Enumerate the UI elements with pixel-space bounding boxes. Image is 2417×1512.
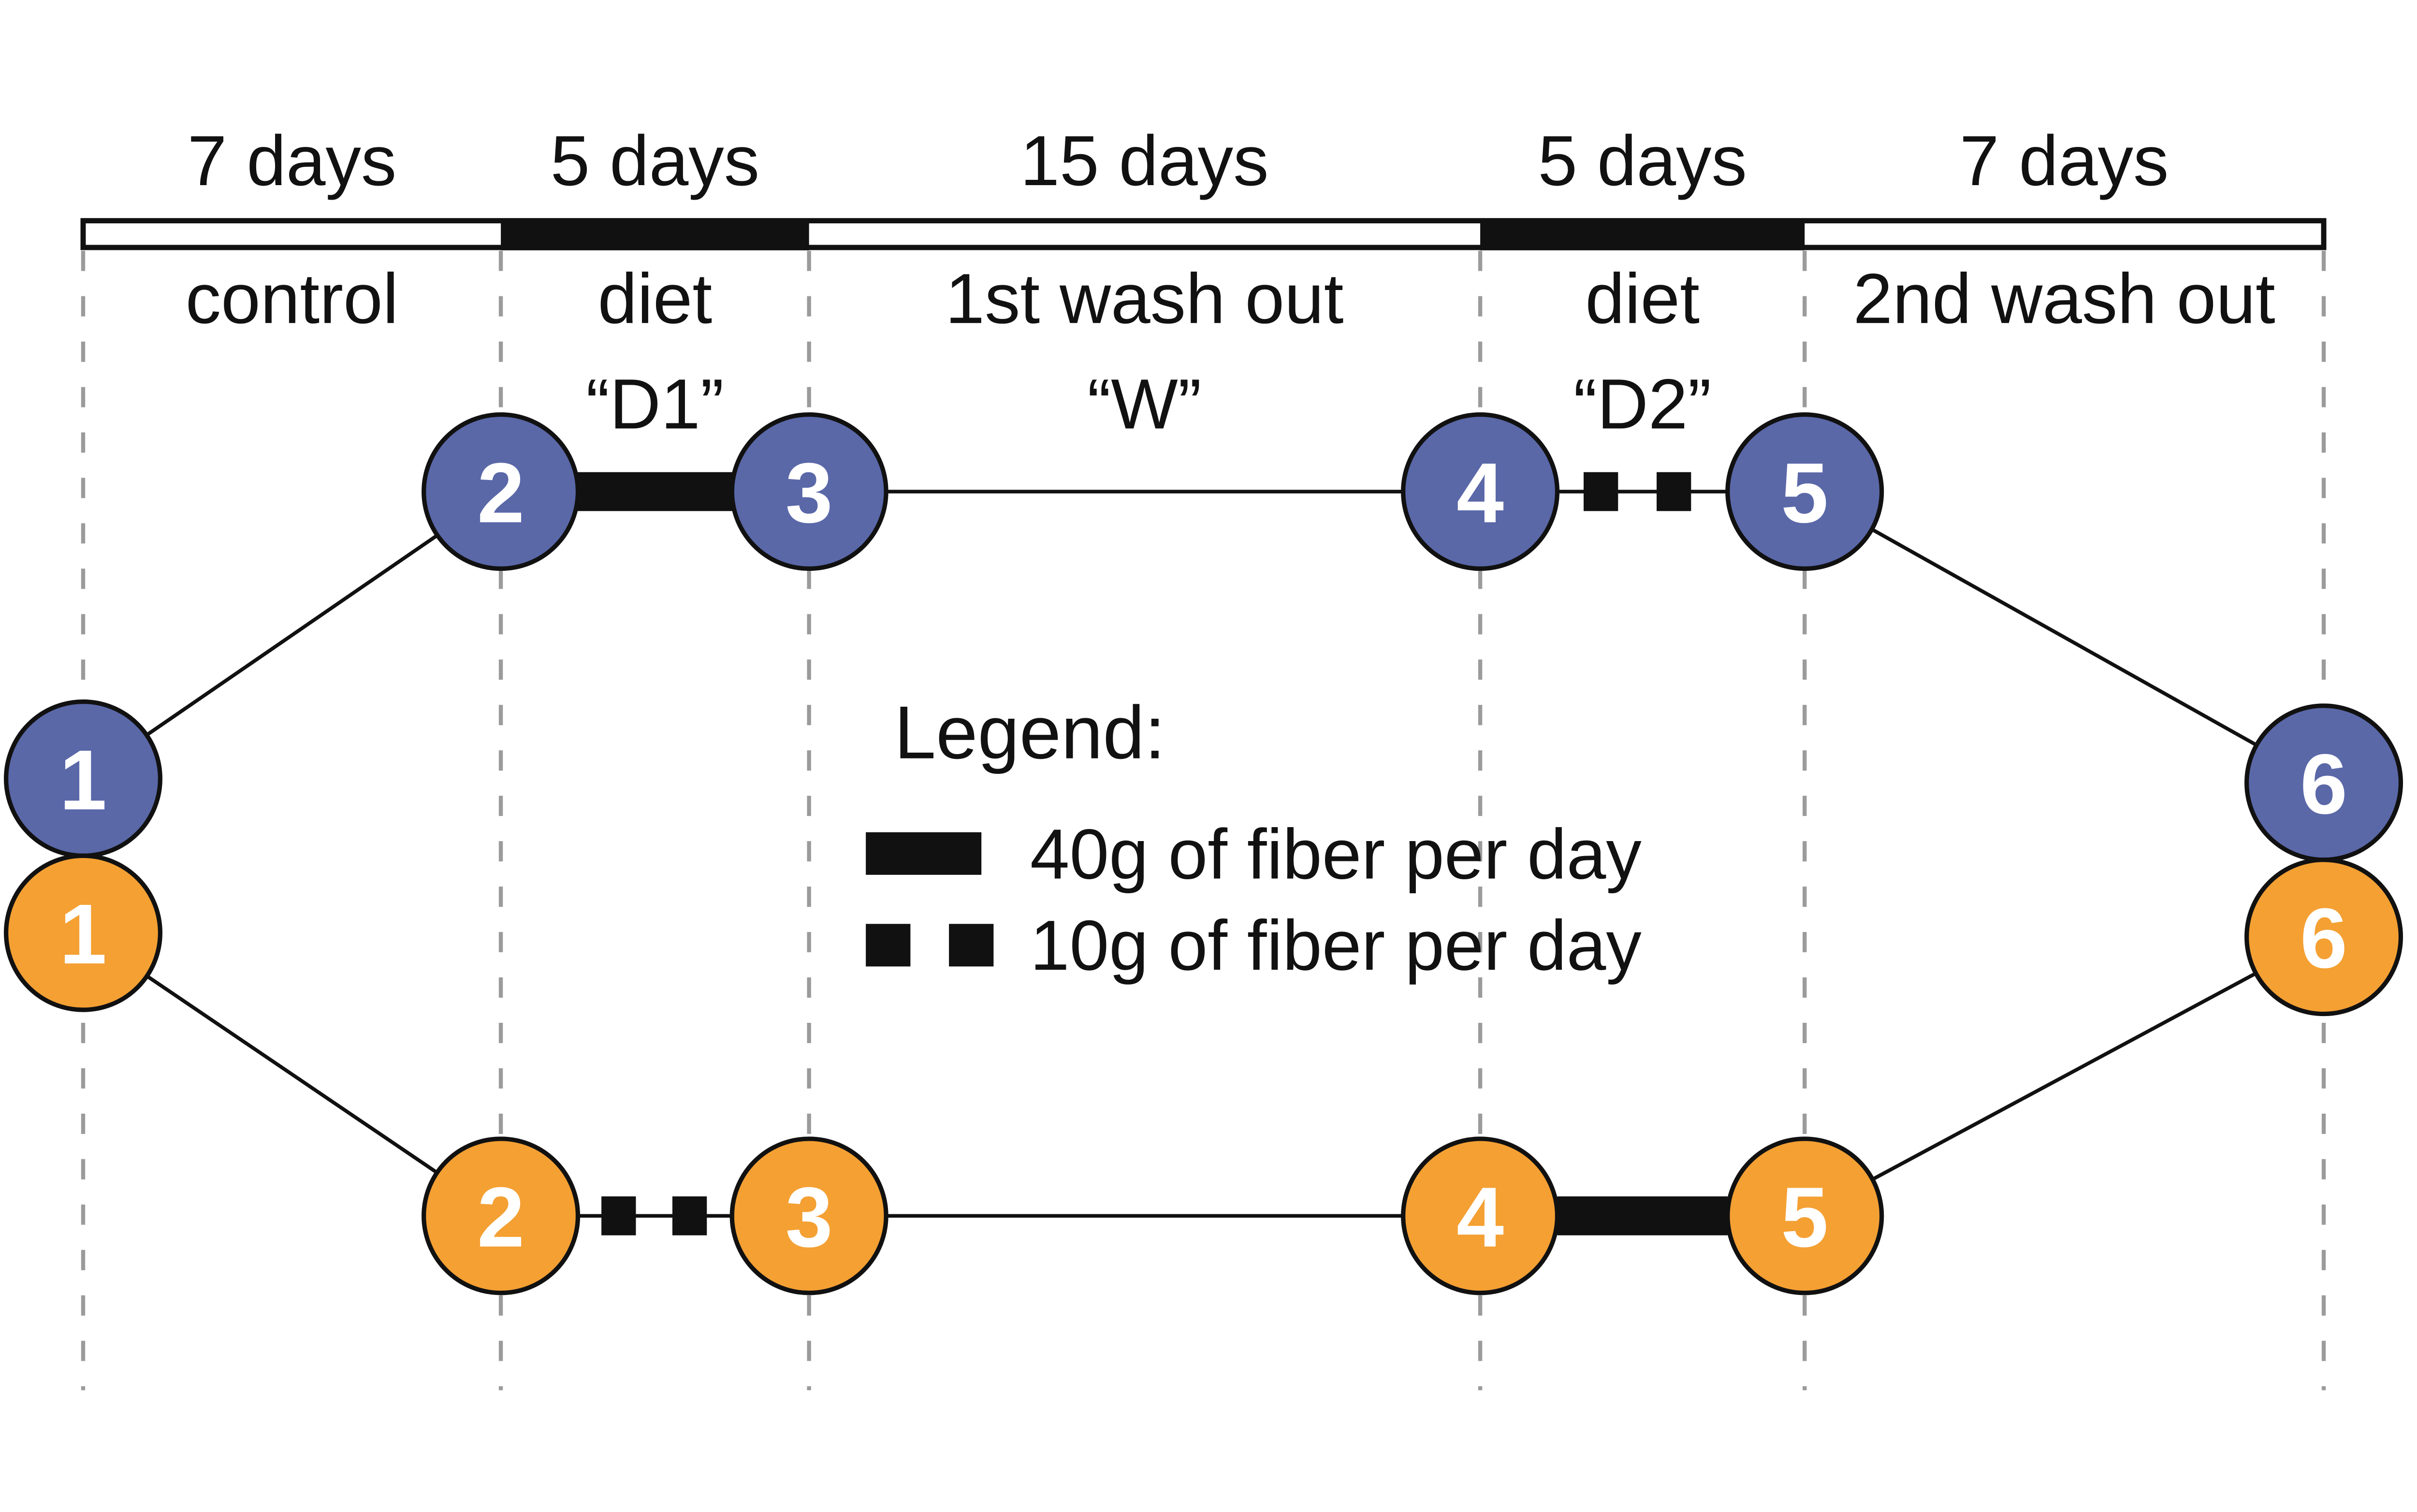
phase-code-label-d2: “D2” [1573, 364, 1711, 444]
node-blue-3 [729, 412, 888, 571]
node-blue-5 [1725, 412, 1884, 571]
fiber-10g-connector-orange-square-2 [672, 1196, 707, 1236]
node-orange-1 [3, 853, 162, 1012]
node-orange-4-number: 4 [1456, 1170, 1504, 1265]
node-orange-5 [1725, 1136, 1884, 1295]
phase-name-label-1: control [186, 259, 399, 338]
node-orange-3-number: 3 [786, 1170, 833, 1265]
node-orange-2-number: 2 [477, 1170, 524, 1265]
diet-period-segment-1 [501, 218, 809, 250]
solid-bar-icon [866, 832, 982, 875]
edge-orange-1-2 [82, 931, 502, 1218]
phase-duration-label-4: 5 days [1538, 121, 1747, 201]
phase-name-label-4: diet [1585, 259, 1700, 338]
phase-name-label-3: 1st wash out [945, 259, 1343, 338]
fiber-10g-connector-blue-square-2 [1657, 472, 1691, 511]
phase-duration-label-2: 5 days [551, 121, 760, 201]
blue-arm-edges [82, 472, 2325, 785]
diet-period-segment-2 [1480, 218, 1805, 250]
timeline-bar-track [80, 218, 2327, 250]
timeline-bar [80, 218, 2327, 250]
node-orange-2 [422, 1136, 581, 1295]
phase-code-label-d1: “D1” [586, 364, 724, 444]
node-blue-5-number: 5 [1781, 446, 1828, 540]
node-blue-4-number: 4 [1456, 446, 1504, 540]
edge-blue-5-6 [1804, 490, 2325, 785]
node-blue-1-number: 1 [59, 733, 107, 828]
phase-name-labels: control diet 1st wash out diet 2nd wash … [186, 259, 2275, 338]
phase-duration-labels: 7 days 5 days 15 days 5 days 7 days [188, 121, 2169, 201]
node-blue-2-number: 2 [477, 446, 524, 540]
legend-item-label-10g: 10g of fiber per day [1030, 906, 1642, 985]
two-squares-icon [866, 924, 911, 967]
node-orange-4 [1401, 1136, 1560, 1295]
node-blue-3-number: 3 [786, 446, 833, 540]
legend: Legend: 40g of fiber per day 10g of fibe… [866, 691, 1642, 985]
legend-title: Legend: [894, 691, 1165, 774]
node-blue-4 [1401, 412, 1560, 571]
phase-code-labels: “D1” “W” “D2” [586, 364, 1711, 444]
phase-name-label-5: 2nd wash out [1853, 259, 2275, 338]
node-orange-1-number: 1 [59, 887, 107, 982]
node-blue-6-number: 6 [2300, 737, 2347, 832]
phase-duration-label-1: 7 days [188, 121, 397, 201]
legend-item-label-40g: 40g of fiber per day [1030, 815, 1642, 894]
node-orange-6 [2244, 858, 2403, 1017]
blue-arm-nodes: 1 2 3 4 5 6 [3, 412, 2403, 862]
phase-name-label-2: diet [598, 259, 713, 338]
orange-arm-nodes: 1 2 3 4 5 6 [3, 853, 2403, 1295]
node-orange-5-number: 5 [1781, 1170, 1828, 1265]
fiber-10g-connector-blue-square-1 [1584, 472, 1618, 511]
two-squares-icon [949, 924, 994, 967]
fiber-10g-connector-orange-square-1 [601, 1196, 636, 1236]
edge-blue-1-2 [82, 490, 502, 781]
phase-code-label-w: “W” [1087, 364, 1201, 444]
node-orange-3 [729, 1136, 888, 1295]
fiber-40g-connector-blue [574, 472, 736, 511]
fiber-40g-connector-orange [1557, 1196, 1728, 1236]
node-orange-6-number: 6 [2300, 891, 2347, 986]
node-blue-2 [422, 412, 581, 571]
edge-orange-5-6 [1804, 935, 2325, 1218]
phase-duration-label-5: 7 days [1960, 121, 2169, 201]
phase-duration-label-3: 15 days [1020, 121, 1268, 201]
